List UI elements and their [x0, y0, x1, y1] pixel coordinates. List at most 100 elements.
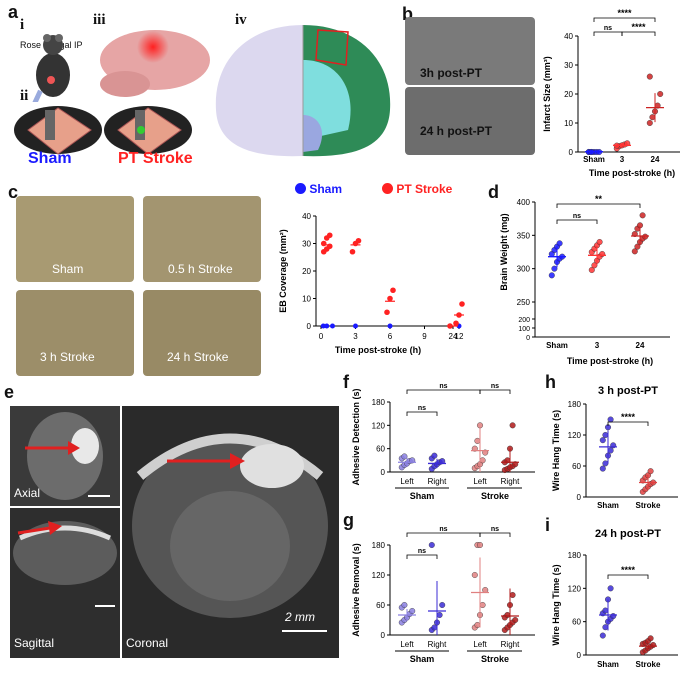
x-tick-label: Right [501, 477, 520, 486]
sagittal-label: Sagittal [14, 636, 55, 650]
eb-24h-label: 24 h Stroke [167, 350, 229, 364]
data-point [639, 212, 646, 219]
significance-label: **** [631, 22, 646, 32]
sham-point [353, 323, 358, 329]
stroke-point [390, 287, 396, 294]
significance-label: ns [418, 548, 426, 555]
data-point [602, 460, 609, 467]
data-point [471, 572, 478, 579]
data-point [610, 613, 617, 620]
y-tick-label: 0 [569, 148, 574, 157]
y-tick-label: 0 [381, 631, 386, 640]
sham-point [330, 323, 335, 329]
y-tick-label: 120 [568, 431, 582, 440]
stroke-point [326, 232, 333, 239]
y-tick-label: 30 [564, 61, 573, 70]
y-axis-label: Infarct Size (mm³) [542, 56, 552, 132]
data-point [646, 119, 653, 126]
significance-label: ns [604, 25, 612, 32]
significance-bracket [607, 574, 649, 579]
eb-sham-label: Sham [52, 262, 84, 276]
data-point [474, 437, 481, 444]
data-point [607, 585, 614, 592]
group-label: Sham [410, 654, 435, 664]
x-tick-label: 24 [651, 155, 660, 164]
data-point [548, 272, 555, 279]
y-tick-label: 180 [372, 398, 386, 407]
y-axis-label: Adhesive Detection (s) [351, 388, 361, 485]
data-point [401, 453, 408, 460]
data-point [646, 73, 653, 80]
significance-bracket [406, 411, 438, 416]
stroke-point [355, 237, 362, 244]
data-point [634, 243, 641, 250]
data-point [428, 542, 435, 549]
y-axis-label: Wire Hang Time (s) [551, 410, 561, 491]
significance-label: **** [621, 412, 636, 422]
data-point [642, 233, 649, 240]
pt-stroke-label: PT Stroke [118, 150, 193, 167]
data-point [479, 601, 486, 608]
data-point [602, 624, 609, 631]
data-point [599, 465, 606, 472]
y-tick-label: 0 [307, 322, 312, 331]
y-tick-label: 20 [564, 90, 573, 99]
significance-bracket [479, 389, 511, 394]
mri-3h-image [405, 17, 535, 85]
panel-label-a: a [8, 2, 19, 22]
mri-3h-label: 3h post-PT [420, 66, 482, 80]
y-tick-label: 60 [376, 601, 385, 610]
significance-label: ns [439, 526, 447, 533]
mri-sagittal-image [10, 508, 120, 658]
data-point [591, 262, 598, 269]
x-tick-label: 12 [455, 332, 464, 341]
x-tick-label: 0 [319, 332, 324, 341]
axial-label: Axial [14, 486, 41, 500]
sham-point [387, 323, 393, 329]
y-tick-label: 300 [517, 265, 531, 274]
y-tick-label: 10 [564, 119, 573, 128]
data-point [556, 240, 563, 247]
eb-sham-image [16, 196, 134, 282]
data-point [599, 632, 606, 639]
y-tick-label: 180 [568, 551, 582, 560]
data-point [607, 416, 614, 423]
mri-coronal-image [122, 406, 339, 658]
sham-point [320, 323, 326, 329]
data-point [602, 432, 609, 439]
data-point [647, 635, 654, 642]
sham-label: Sham [28, 150, 72, 167]
data-point [602, 607, 609, 614]
mri-24h-label: 24 h post-PT [420, 124, 493, 138]
data-point [596, 239, 603, 246]
panel-label-b: b [402, 4, 413, 24]
significance-bracket [621, 31, 656, 36]
y-tick-label: 0 [577, 651, 582, 660]
significance-label: ns [573, 213, 581, 220]
y-axis-label: Wire Hang Time (s) [551, 564, 561, 645]
x-tick-label: Left [400, 477, 414, 486]
x-tick-label: 24 [636, 341, 645, 350]
data-point [607, 447, 614, 454]
x-tick-label: Stroke [636, 501, 661, 510]
group-label: Stroke [481, 654, 509, 664]
eb-24h-image [143, 290, 261, 376]
significance-bracket [479, 532, 511, 537]
significance-label: **** [621, 565, 636, 575]
x-tick-label: Sham [546, 341, 568, 350]
panel-label-f: f [343, 372, 349, 392]
data-point [650, 641, 657, 648]
data-point [649, 114, 656, 121]
y-tick-label: 100 [518, 326, 530, 333]
legend-pt-stroke: PT Stroke [382, 182, 452, 196]
y-tick-label: 180 [372, 541, 386, 550]
y-tick-label: 0 [577, 493, 582, 502]
significance-label: ** [595, 194, 603, 204]
group-label: Sham [410, 491, 435, 501]
y-tick-label: 250 [517, 298, 531, 307]
y-tick-label: 0 [381, 468, 386, 477]
